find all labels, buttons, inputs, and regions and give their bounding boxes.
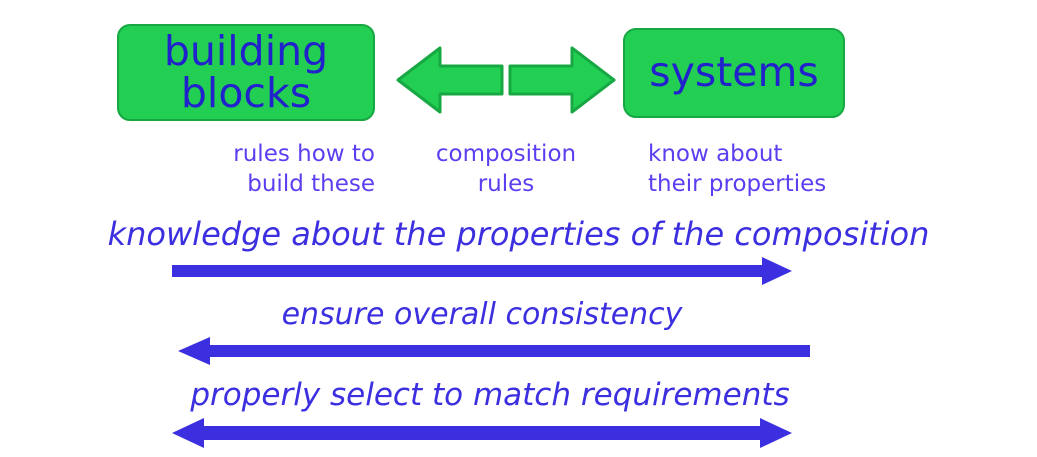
caption-line: rules [477, 170, 535, 197]
caption-line: rules how to [233, 141, 375, 167]
node-systems[interactable]: systems [623, 28, 845, 118]
arrow-right-icon [508, 46, 616, 114]
arrow-left-icon [396, 46, 504, 114]
arrow-left-icon [178, 337, 810, 365]
caption-line: composition [435, 141, 577, 167]
caption-line: build these [247, 170, 375, 197]
relation-label-knowledge: knowledge about the properties of the co… [107, 215, 930, 253]
relation-label-select: properly select to match requirements [190, 377, 790, 413]
caption-building-blocks: rules how to build these [95, 140, 375, 200]
node-label-line: systems [649, 48, 819, 97]
arrow-both-icon [172, 418, 792, 448]
caption-systems: know about their properties [648, 140, 948, 200]
node-systems-label: systems [649, 48, 819, 97]
node-label-line: blocks [180, 68, 312, 117]
node-label-line: building [163, 26, 329, 75]
relation-label-consistency: ensure overall consistency [281, 297, 683, 332]
node-building-blocks[interactable]: building blocks [117, 24, 375, 121]
node-building-blocks-label: building blocks [163, 26, 329, 117]
caption-line: their properties [648, 170, 827, 197]
caption-line: know about [648, 141, 783, 167]
caption-composition-rules: composition rules [400, 140, 612, 200]
arrow-right-icon [172, 257, 792, 285]
